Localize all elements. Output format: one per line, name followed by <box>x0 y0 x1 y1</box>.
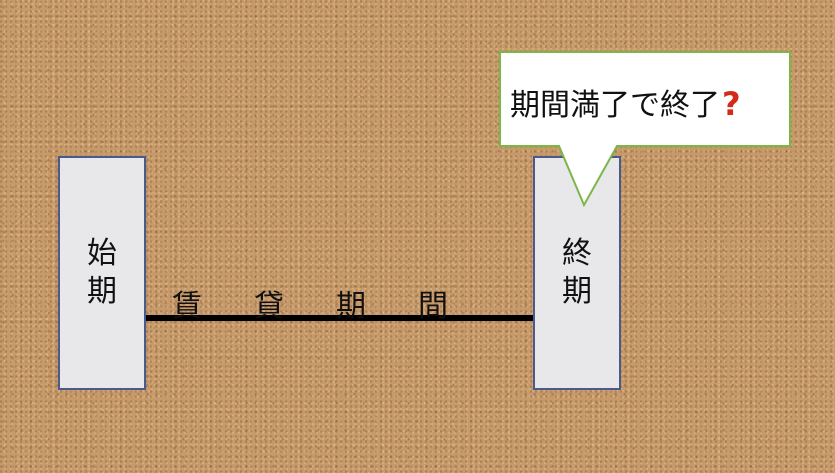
rental-period-label: 賃貸期間 <box>172 289 500 324</box>
end-period-label: 終期 <box>562 236 592 309</box>
end-period-box: 終期 <box>533 156 621 390</box>
question-mark-icon: ? <box>722 85 741 123</box>
start-period-box: 始期 <box>58 156 146 390</box>
rental-period-line <box>146 315 537 321</box>
speech-bubble-shape <box>499 51 791 208</box>
speech-bubble-text: 期間満了で終了 <box>510 88 720 123</box>
speech-bubble-content: 期間満了で終了? <box>510 80 741 124</box>
start-period-label: 始期 <box>87 236 117 309</box>
